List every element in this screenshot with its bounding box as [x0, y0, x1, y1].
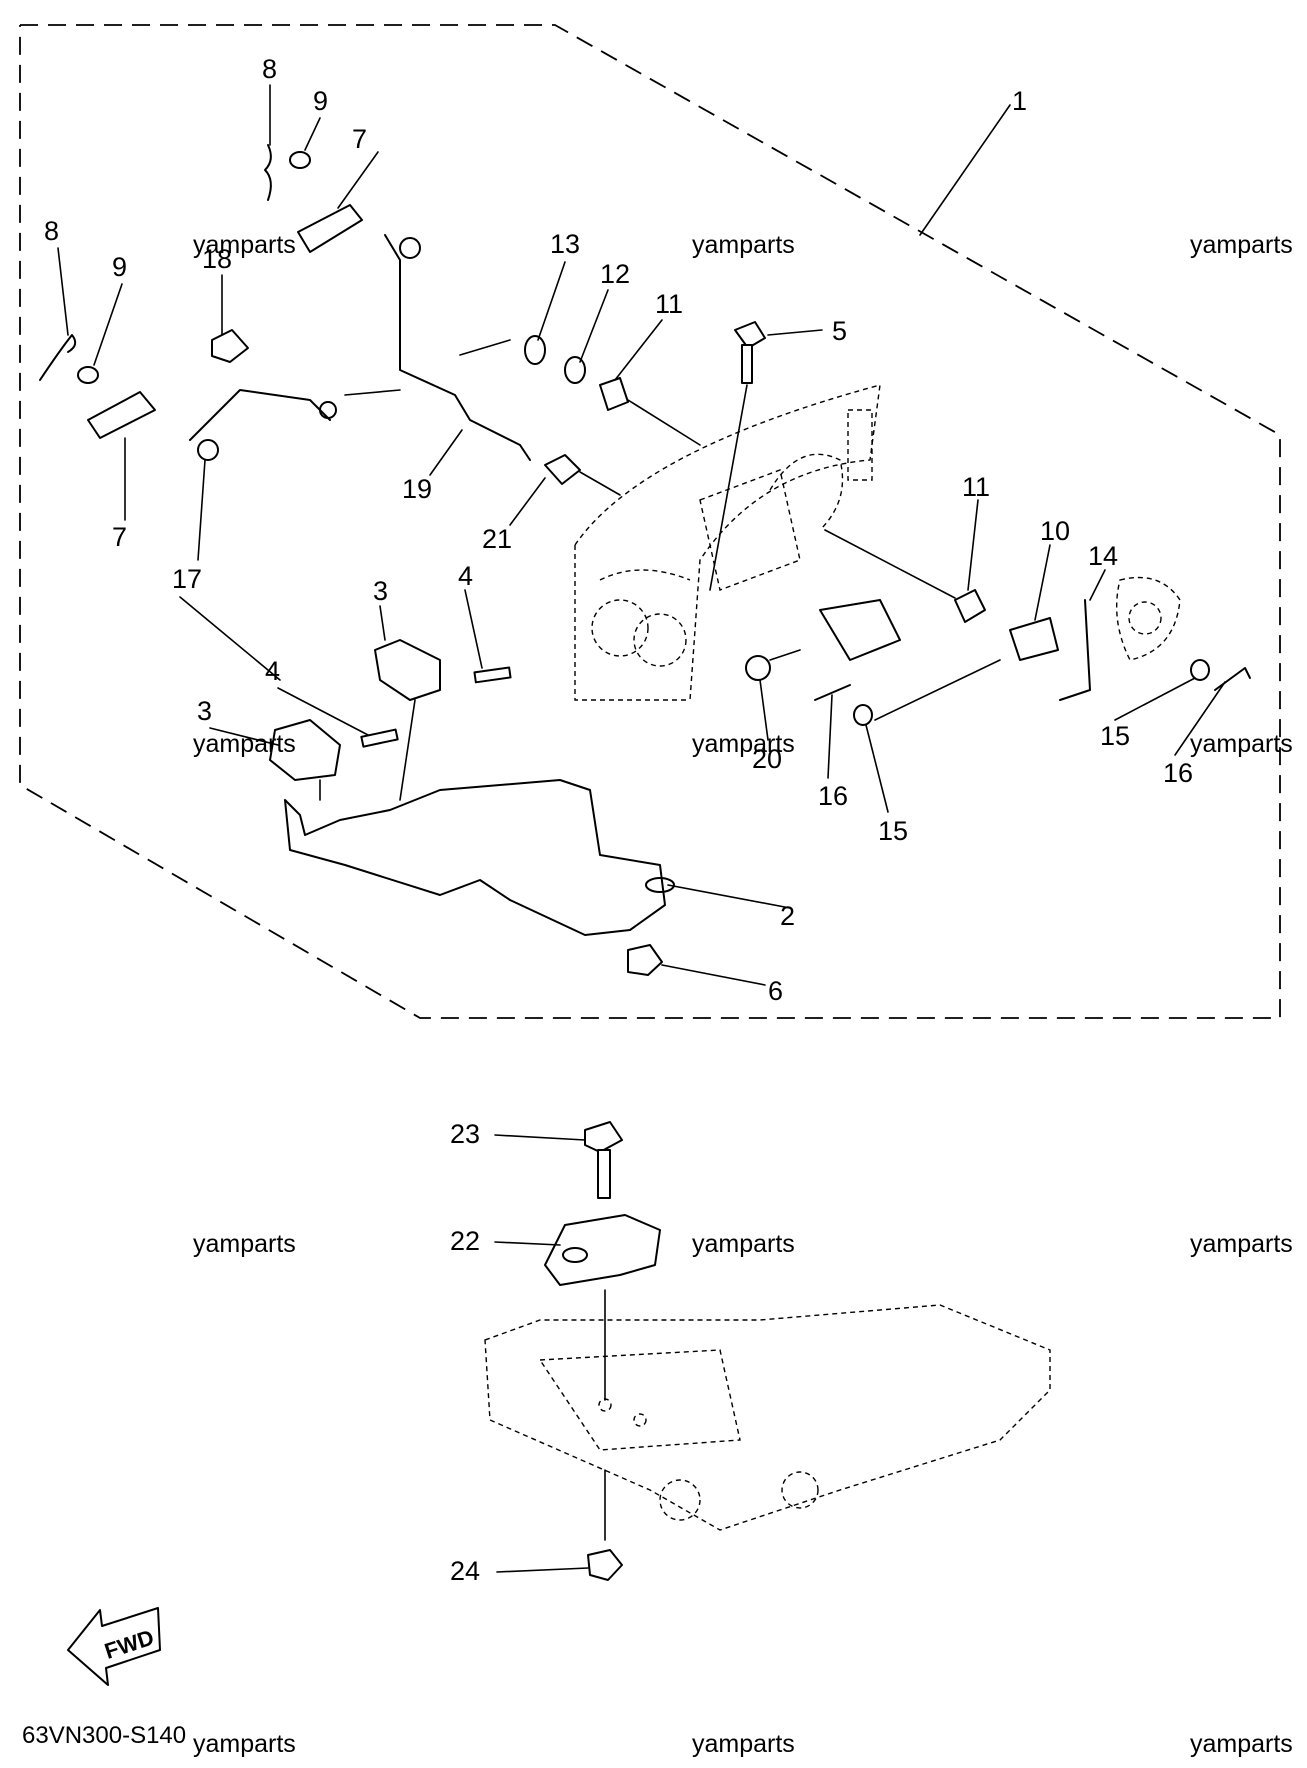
- callout: 10: [1040, 516, 1070, 546]
- clamp-part-3-upper: [374, 639, 441, 701]
- fwd-arrow-icon: FWD: [67, 1607, 161, 1686]
- callout: 15: [1100, 721, 1130, 751]
- callout: 9: [112, 252, 127, 282]
- callout: 8: [262, 54, 277, 84]
- callout: 4: [265, 656, 280, 686]
- collar-part-18: [211, 329, 249, 363]
- callout: 14: [1088, 541, 1118, 571]
- svg-text:yamparts: yamparts: [1190, 730, 1293, 758]
- callout: 2: [780, 901, 795, 931]
- bushing-part-11: [599, 377, 629, 411]
- cotter-pin-part-8-left: [39, 334, 77, 381]
- callout: 9: [313, 86, 328, 116]
- washer-part-15-right: [1190, 659, 1210, 681]
- cotter-pin-part-8-upper: [264, 144, 272, 201]
- callout: 5: [832, 316, 847, 346]
- svg-text:yamparts: yamparts: [692, 1730, 795, 1758]
- link-part-14: [1059, 599, 1091, 701]
- clamp-part-3-lower: [269, 719, 341, 781]
- callout: 16: [1163, 758, 1193, 788]
- callout: 22: [450, 1226, 480, 1256]
- svg-text:yamparts: yamparts: [692, 1230, 795, 1258]
- washer-part-9-left: [77, 366, 99, 384]
- callout: 6: [768, 976, 783, 1006]
- callout: 3: [373, 576, 388, 606]
- watermarks: yamparts yamparts yamparts yamparts yamp…: [193, 231, 1293, 1758]
- callout: 1: [1012, 86, 1027, 116]
- callout: 7: [352, 124, 367, 154]
- svg-text:yamparts: yamparts: [1190, 1230, 1293, 1258]
- bushing-part-21: [544, 454, 581, 485]
- svg-text:yamparts: yamparts: [692, 231, 795, 259]
- nut-part-24: [587, 1549, 623, 1581]
- washer-part-13: [524, 335, 546, 365]
- callout: 11: [962, 472, 990, 502]
- callout: 16: [818, 781, 848, 811]
- svg-text:yamparts: yamparts: [1190, 1730, 1293, 1758]
- callout: 24: [450, 1556, 480, 1586]
- svg-text:yamparts: yamparts: [193, 1730, 296, 1758]
- washer-part-12: [564, 356, 586, 384]
- bracket-part-2: [284, 779, 666, 936]
- joint-part-7-left: [87, 391, 156, 439]
- leader-lines: [57, 84, 1226, 813]
- screw-part-10: [1009, 617, 1059, 661]
- callout: 23: [450, 1119, 480, 1149]
- svg-text:yamparts: yamparts: [193, 1230, 296, 1258]
- carburetor-housing-ghost: [574, 384, 1181, 701]
- bushing-part-11-right: [954, 589, 986, 623]
- shaft-lever-part-19: [384, 234, 531, 461]
- callout: 18: [202, 244, 232, 274]
- pin-part-4-upper: [473, 666, 512, 684]
- nut-part-6: [627, 944, 663, 976]
- clip-part-16-right: [1214, 667, 1251, 691]
- bolt-part-5: [734, 321, 766, 349]
- washer-part-9-upper: [289, 151, 311, 169]
- assembly-boundary: [19, 24, 1281, 1019]
- callout: 20: [752, 744, 782, 774]
- svg-text:yamparts: yamparts: [1190, 231, 1293, 259]
- diagram-code: 63VN300-S140: [22, 1722, 186, 1749]
- callout: 13: [550, 229, 580, 259]
- screw-part-20: [745, 655, 771, 681]
- callout: 8: [44, 216, 59, 246]
- joint-part-7-upper: [297, 204, 363, 253]
- callout: 21: [482, 524, 512, 554]
- washer-part-15-left: [853, 704, 873, 726]
- callout: 11: [655, 289, 683, 319]
- pin-part-4-lower: [360, 728, 399, 748]
- callout: 17: [172, 564, 202, 594]
- callout: 7: [112, 522, 127, 552]
- callout: 15: [878, 816, 908, 846]
- callout-labels: 1 2 3 3 4 4 5 6 7 7 8 8 9 9 10 11 11 12 …: [44, 54, 1193, 1586]
- bolt-part-23: [584, 1121, 623, 1153]
- svg-text:yamparts: yamparts: [193, 231, 296, 259]
- callout: 3: [197, 696, 212, 726]
- callout: 19: [402, 474, 432, 504]
- swivel-bracket-ghost: [484, 1304, 1051, 1531]
- clip-part-16-left: [814, 684, 851, 701]
- lever-part-17: [189, 389, 331, 441]
- svg-text:yamparts: yamparts: [692, 730, 795, 758]
- callout: 12: [600, 259, 630, 289]
- bracket-part-22: [544, 1214, 661, 1286]
- svg-text:yamparts: yamparts: [193, 730, 296, 758]
- callout: 4: [458, 561, 473, 591]
